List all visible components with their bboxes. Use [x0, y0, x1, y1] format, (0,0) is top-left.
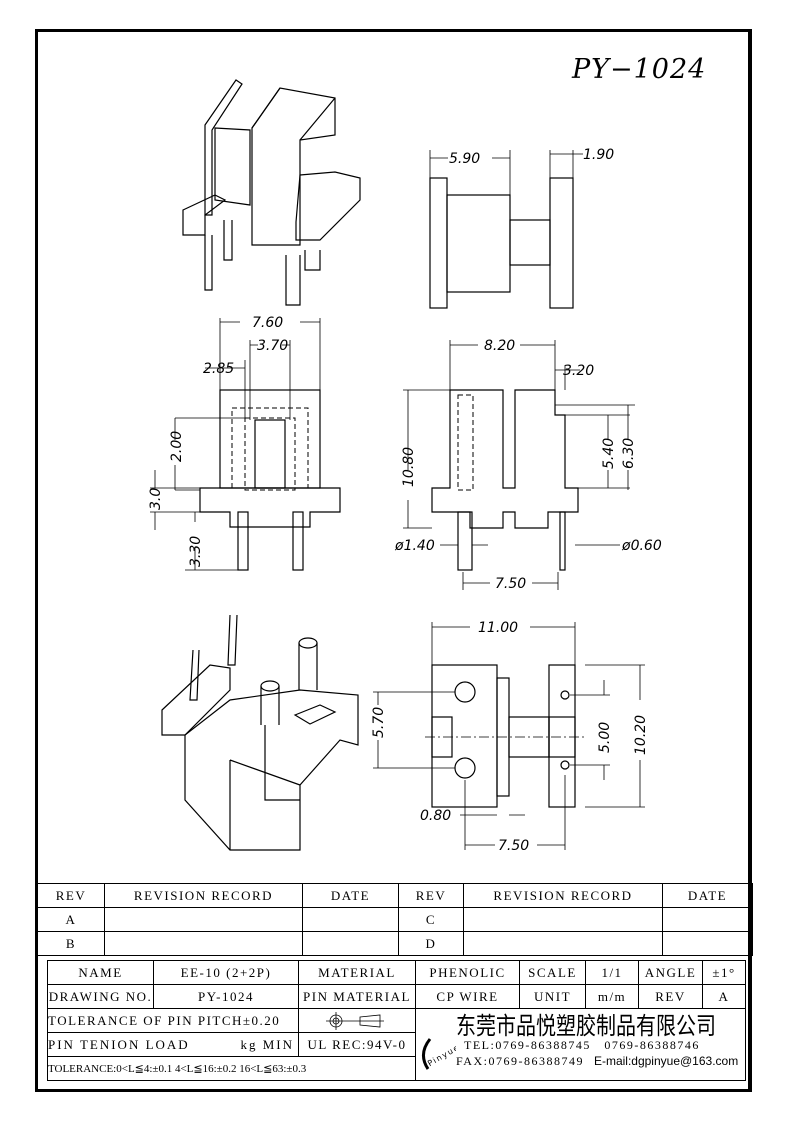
dim-end-width: 8.20: [484, 338, 515, 354]
dim-bottom-span: 5.70: [371, 707, 387, 738]
scale-value: 1/1: [585, 960, 639, 985]
pin-tension-cell: PIN TENION LOAD kg MIN: [47, 1032, 299, 1057]
general-tolerance: TOLERANCE:0<L≦4:±0.1 4<L≦16:±0.2 16<L≦63…: [47, 1056, 416, 1081]
table-row: A C: [37, 907, 753, 932]
dim-bottom-overall: 10.20: [633, 715, 649, 755]
dim-bottom-length: 11.00: [478, 620, 518, 636]
pinyue-logo-icon: Pinyue: [422, 1038, 456, 1070]
ul-rec: UL REC:94V-0: [298, 1032, 416, 1057]
drawing-frame: [35, 29, 752, 1092]
dim-end-height: 10.80: [401, 447, 417, 487]
dim-end-h1: 5.40: [601, 438, 617, 469]
front-view: 7.60 3.70 2.85 2.00 3.0 3.30: [148, 315, 341, 571]
logo-text: Pinyue: [426, 1043, 456, 1069]
unit-label: UNIT: [519, 984, 586, 1009]
rev-cell: D: [398, 931, 464, 956]
unit-value: m/m: [585, 984, 639, 1009]
company-block: Pinyue 东莞市品悦塑胶制品有限公司 TEL:0769-86388745 0…: [415, 1008, 746, 1081]
technical-drawing: PY−1024 5.90 1.90 7.60 3.70 2.85 2.00: [148, 54, 706, 854]
rev-value: A: [702, 984, 746, 1009]
rev-cell: A: [37, 907, 105, 932]
angle-label: ANGLE: [638, 960, 703, 985]
name-value: EE-10 (2+2P): [153, 960, 299, 985]
rev-cell: B: [37, 931, 105, 956]
dim-side-flange: 1.90: [583, 147, 614, 163]
material-value: PHENOLIC: [415, 960, 520, 985]
dim-bottom-offset: 0.80: [420, 808, 451, 824]
dim-bottom-inner: 5.00: [597, 722, 613, 753]
pin-tension-load: PIN TENION LOAD: [48, 1036, 190, 1052]
company-fax: FAX:0769-86388749 E-mail:dgpinyue@163.com: [456, 1053, 743, 1069]
end-view: 8.20 3.20 10.80 5.40 6.30 ø1.40 ø0.60 7.…: [394, 338, 662, 592]
drawing-no-value: PY-1024: [153, 984, 299, 1009]
dim-front-base: 3.0: [148, 488, 164, 510]
dim-end-pitch: 7.50: [495, 576, 526, 592]
dim-end-pin-small: ø0.60: [621, 538, 662, 554]
drawing-title: PY−1024: [571, 54, 706, 85]
pin-pitch-tolerance: TOLERANCE OF PIN PITCH±0.20: [47, 1008, 299, 1033]
dim-end-flange: 3.20: [563, 363, 594, 379]
date-cell: [662, 907, 753, 932]
bottom-view: 11.00 5.70 5.00 10.20 0.80 7.50: [371, 620, 649, 854]
dim-end-pin-large: ø1.40: [394, 538, 435, 554]
header-date: DATE: [662, 883, 753, 908]
first-angle-projection-icon: [326, 1011, 384, 1030]
header-revision-record: REVISION RECORD: [104, 883, 303, 908]
record-cell: [463, 907, 663, 932]
record-cell: [463, 931, 663, 956]
fax: FAX:0769-86388749: [456, 1054, 584, 1068]
dim-bottom-pitch: 7.50: [498, 838, 529, 854]
drawing-no-label: DRAWING NO.: [47, 984, 154, 1009]
dim-front-window: 3.70: [257, 338, 288, 354]
rev-label: REV: [638, 984, 703, 1009]
side-view: 5.90 1.90: [429, 147, 614, 309]
date-cell: [302, 931, 399, 956]
dim-end-h2: 6.30: [621, 438, 637, 469]
material-label: MATERIAL: [298, 960, 416, 985]
company-phone: TEL:0769-86388745 0769-86388746: [456, 1037, 743, 1053]
email: E-mail:dgpinyue@163.com: [593, 1054, 739, 1068]
table-row: B D: [37, 931, 753, 956]
dim-side-width: 5.90: [449, 151, 480, 167]
isometric-view-bottom: [161, 614, 359, 851]
header-rev: REV: [398, 883, 464, 908]
dim-front-offset: 2.85: [203, 361, 234, 377]
name-label: NAME: [47, 960, 154, 985]
tel2: 0769-86388746: [604, 1038, 700, 1052]
dim-front-overall: 7.60: [252, 315, 283, 331]
angle-value: ±1°: [702, 960, 746, 985]
dim-front-height: 2.00: [169, 431, 185, 462]
pin-tension-unit: kg MIN: [240, 1036, 294, 1052]
projection-symbol: [298, 1008, 416, 1033]
title-block: NAME EE-10 (2+2P) MATERIAL PHENOLIC SCAL…: [47, 960, 746, 1081]
date-cell: [662, 931, 753, 956]
pin-material-value: CP WIRE: [415, 984, 520, 1009]
header-date: DATE: [302, 883, 399, 908]
dim-front-pin: 3.30: [188, 536, 204, 567]
record-cell: [104, 907, 303, 932]
company-text: 东莞市品悦塑胶制品有限公司 TEL:0769-86388745 0769-863…: [456, 1011, 743, 1069]
isometric-view-top: [182, 79, 361, 306]
record-cell: [104, 931, 303, 956]
header-revision-record: REVISION RECORD: [463, 883, 663, 908]
header-rev: REV: [37, 883, 105, 908]
scale-label: SCALE: [519, 960, 586, 985]
revision-table: REV REVISION RECORD DATE REV REVISION RE…: [37, 883, 753, 956]
tel: TEL:0769-86388745: [464, 1038, 591, 1052]
company-name: 东莞市品悦塑胶制品有限公司: [456, 1011, 716, 1040]
revision-header-row: REV REVISION RECORD DATE REV REVISION RE…: [37, 883, 753, 908]
date-cell: [302, 907, 399, 932]
rev-cell: C: [398, 907, 464, 932]
pin-material-label: PIN MATERIAL: [298, 984, 416, 1009]
